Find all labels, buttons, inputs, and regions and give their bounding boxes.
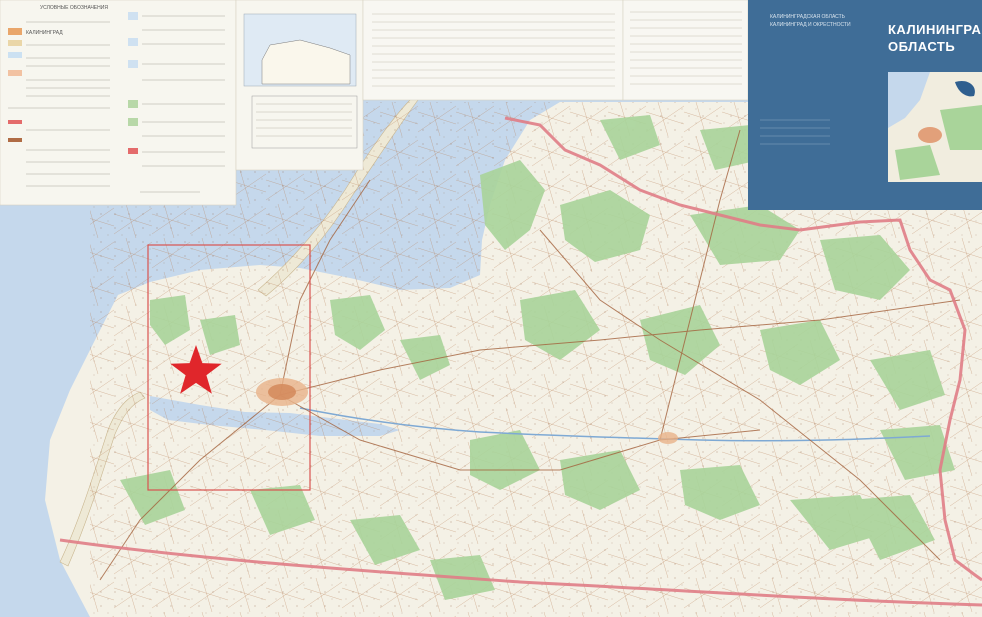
- kaliningrad-city: [256, 378, 308, 406]
- legend-symbols: [8, 12, 138, 154]
- cover-title-line-2: ОБЛАСТЬ: [888, 39, 955, 54]
- southern-border: [59, 538, 982, 607]
- description-panel: [622, 0, 749, 101]
- legend-panel: УСЛОВНЫЕ ОБОЗНАЧЕНИЯ КАЛИНИНГРАД: [0, 0, 237, 206]
- cover-title-line-1: КАЛИНИНГРАДС: [888, 22, 982, 37]
- cover-thumbnail-map: [888, 72, 982, 182]
- cover-panel: КАЛИНИНГРАДСКАЯ ОБЛАСТЬ КАЛИНИНГРАД И ОК…: [748, 0, 982, 210]
- pregolya-river: [299, 407, 931, 442]
- chernyakhovsk-town: [658, 432, 678, 444]
- legend-text-lines: [8, 15, 225, 193]
- forest-areas: [120, 115, 955, 600]
- cover-subtitle-1: КАЛИНИНГРАДСКАЯ ОБЛАСТЬ: [770, 14, 846, 20]
- inset-overview-map: [235, 0, 364, 171]
- state-border: [504, 116, 982, 582]
- legend-city-label: КАЛИНИНГРАД: [26, 30, 63, 36]
- index-panel: [362, 0, 624, 101]
- study-area-rectangle: [147, 244, 311, 491]
- legend-heading: УСЛОВНЫЕ ОБОЗНАЧЕНИЯ: [40, 5, 108, 11]
- cover-subtitle-2: КАЛИНИНГРАД И ОКРЕСТНОСТИ: [770, 22, 851, 28]
- star-marker[interactable]: [170, 345, 222, 394]
